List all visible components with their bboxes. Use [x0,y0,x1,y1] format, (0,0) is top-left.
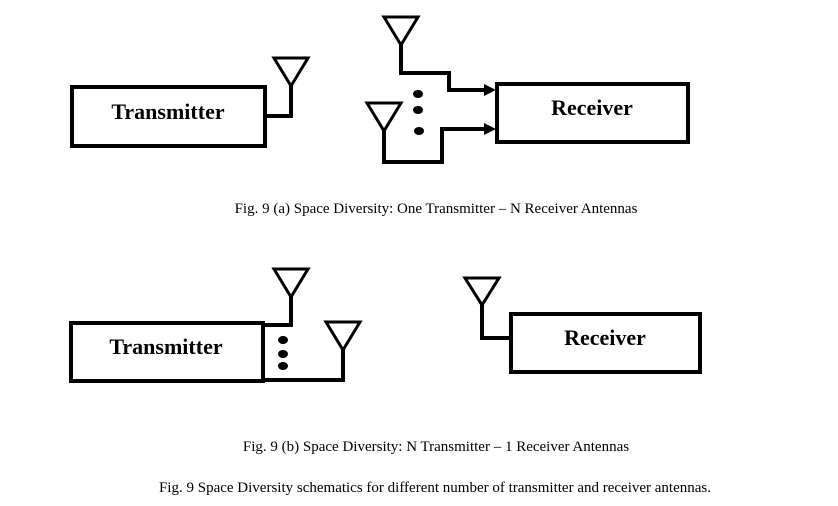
ellipsis-dots [413,90,424,135]
antenna-feed-line [261,295,293,327]
transmitter-antenna-1 [261,267,311,327]
receiver-block-b: Receiver [509,312,702,374]
dot [413,90,423,98]
arrow-head-icon [484,123,496,135]
transmitter-antenna-a [263,56,311,118]
antenna-icon [462,276,502,308]
receiver-antenna-b [462,276,512,340]
antenna-feed-line [261,348,345,382]
transmitter-antenna-array-b [261,267,363,382]
antenna-feed-line [480,303,512,340]
antenna-icon [271,56,311,89]
receiver-antenna-1 [381,15,496,96]
transmitter-box [69,321,265,383]
transmitter-label: Transmitter [109,334,222,359]
transmitter-block-b: Transmitter [69,321,265,383]
main-caption: Fig. 9 Space Diversity schematics for di… [159,480,711,496]
receiver-antenna-array-a [364,15,496,164]
antenna-icon [381,15,421,48]
caption-a: Fig. 9 (a) Space Diversity: One Transmit… [235,201,638,217]
antenna-feed-line [399,43,488,92]
receiver-block-a: Receiver [495,82,690,144]
transmitter-block-a: Transmitter [70,85,267,148]
receiver-box [495,82,690,144]
transmitter-antenna-n [261,320,363,382]
receiver-label: Receiver [551,95,633,120]
arrow-head-icon [484,84,496,96]
antenna-icon [323,320,363,353]
dot [414,127,424,135]
transmitter-box [70,85,267,148]
dot [278,336,288,344]
antenna-icon [364,101,404,134]
panel-b: Transmitter Receiver [69,267,702,455]
dot [413,106,423,114]
receiver-box [509,312,702,374]
receiver-label: Receiver [564,325,646,350]
antenna-feed-line [263,84,293,118]
caption-b: Fig. 9 (b) Space Diversity: N Transmitte… [243,439,629,455]
ellipsis-dots [278,336,288,370]
panel-a: Transmitter [70,15,690,217]
receiver-antenna-n [364,101,496,164]
antenna-feed-line [382,127,488,164]
antenna-icon [271,267,311,300]
dot [278,350,288,358]
dot [278,362,288,370]
transmitter-label: Transmitter [111,99,224,124]
